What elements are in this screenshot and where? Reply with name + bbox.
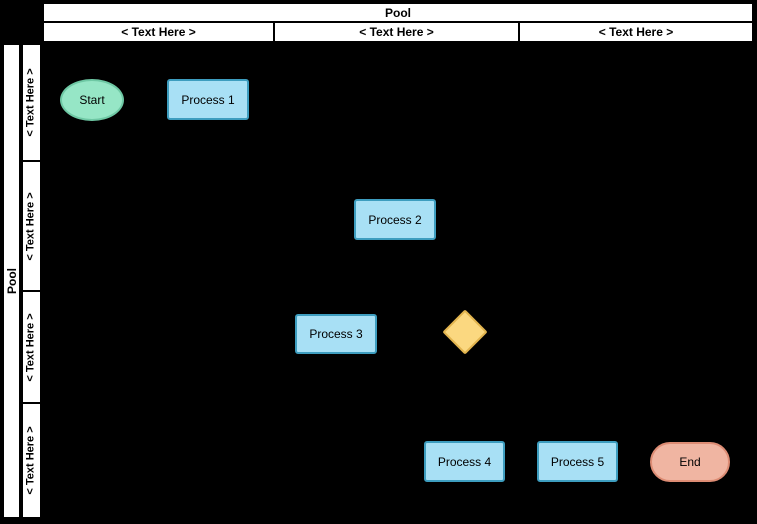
process3-node[interactable]: Process 3 [295,314,377,354]
decision-gateway-node[interactable] [442,309,488,355]
pool-title-vertical[interactable]: Pool [2,43,21,519]
pool-title-label: Pool [385,5,411,20]
process4-node[interactable]: Process 4 [424,441,505,482]
lane-header-2[interactable]: < Text Here > [23,160,40,290]
process5-node[interactable]: Process 5 [537,441,618,482]
lane-label-column: < Text Here > < Text Here > < Text Here … [21,43,42,519]
connector-process1-process2 [249,99,354,220]
connector-gateway-process4 [463,354,466,442]
connector-process3-gateway [376,331,444,335]
lane-header-4[interactable]: < Text Here > [23,402,40,517]
pool-side-label: Pool [4,268,19,294]
column-header-3[interactable]: < Text Here > [518,23,752,41]
connector-process2-process3 [335,240,396,314]
process1-node[interactable]: Process 1 [167,79,249,120]
connector-process5-end [617,460,651,463]
column-header-1[interactable]: < Text Here > [121,25,196,39]
column-header-2[interactable]: < Text Here > [273,23,518,41]
column-header-row: < Text Here > < Text Here > < Text Here … [42,21,754,43]
lane-header-1[interactable]: < Text Here > [25,68,37,137]
end-node[interactable]: End [650,442,730,482]
process2-node[interactable]: Process 2 [354,199,436,240]
lane-header-3[interactable]: < Text Here > [23,290,40,402]
pool-title-horizontal[interactable]: Pool [42,2,754,23]
start-node[interactable]: Start [60,79,124,121]
